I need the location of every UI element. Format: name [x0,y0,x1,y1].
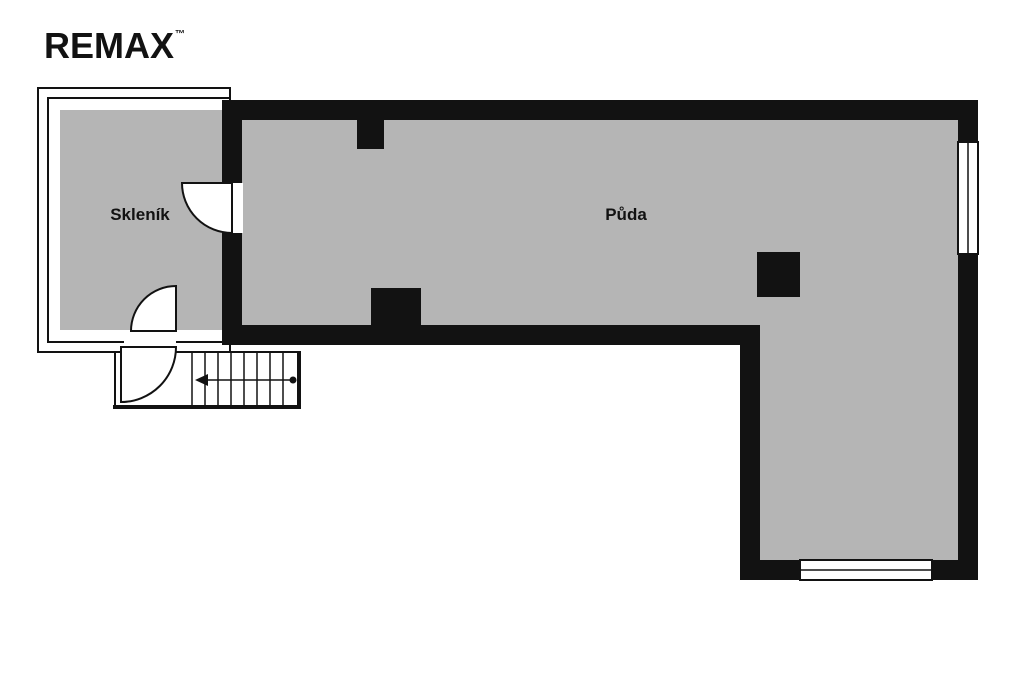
staircase [113,351,301,409]
wall-pier-top [357,115,384,149]
trademark-symbol: ™ [175,29,186,40]
remax-logo-text: REMAX [44,25,175,66]
wall-pier-bottom [371,288,421,330]
window-right [957,141,979,255]
stair-direction-start-dot [289,376,297,384]
chimney [757,252,800,297]
door-swing-sklenik-icon [129,284,177,332]
remax-logo: REMAX™ [44,25,186,66]
stair-direction-arrowhead [195,374,208,386]
door-swing-stairs-icon [120,346,178,404]
window-bottom [799,559,933,581]
door-swing-sklenik-puda-icon [180,182,233,235]
sklenik-floor [60,110,224,330]
room-label-sklenik: Skleník [110,205,170,224]
room-label-puda: Půda [605,205,647,224]
puda-floor [242,120,958,560]
